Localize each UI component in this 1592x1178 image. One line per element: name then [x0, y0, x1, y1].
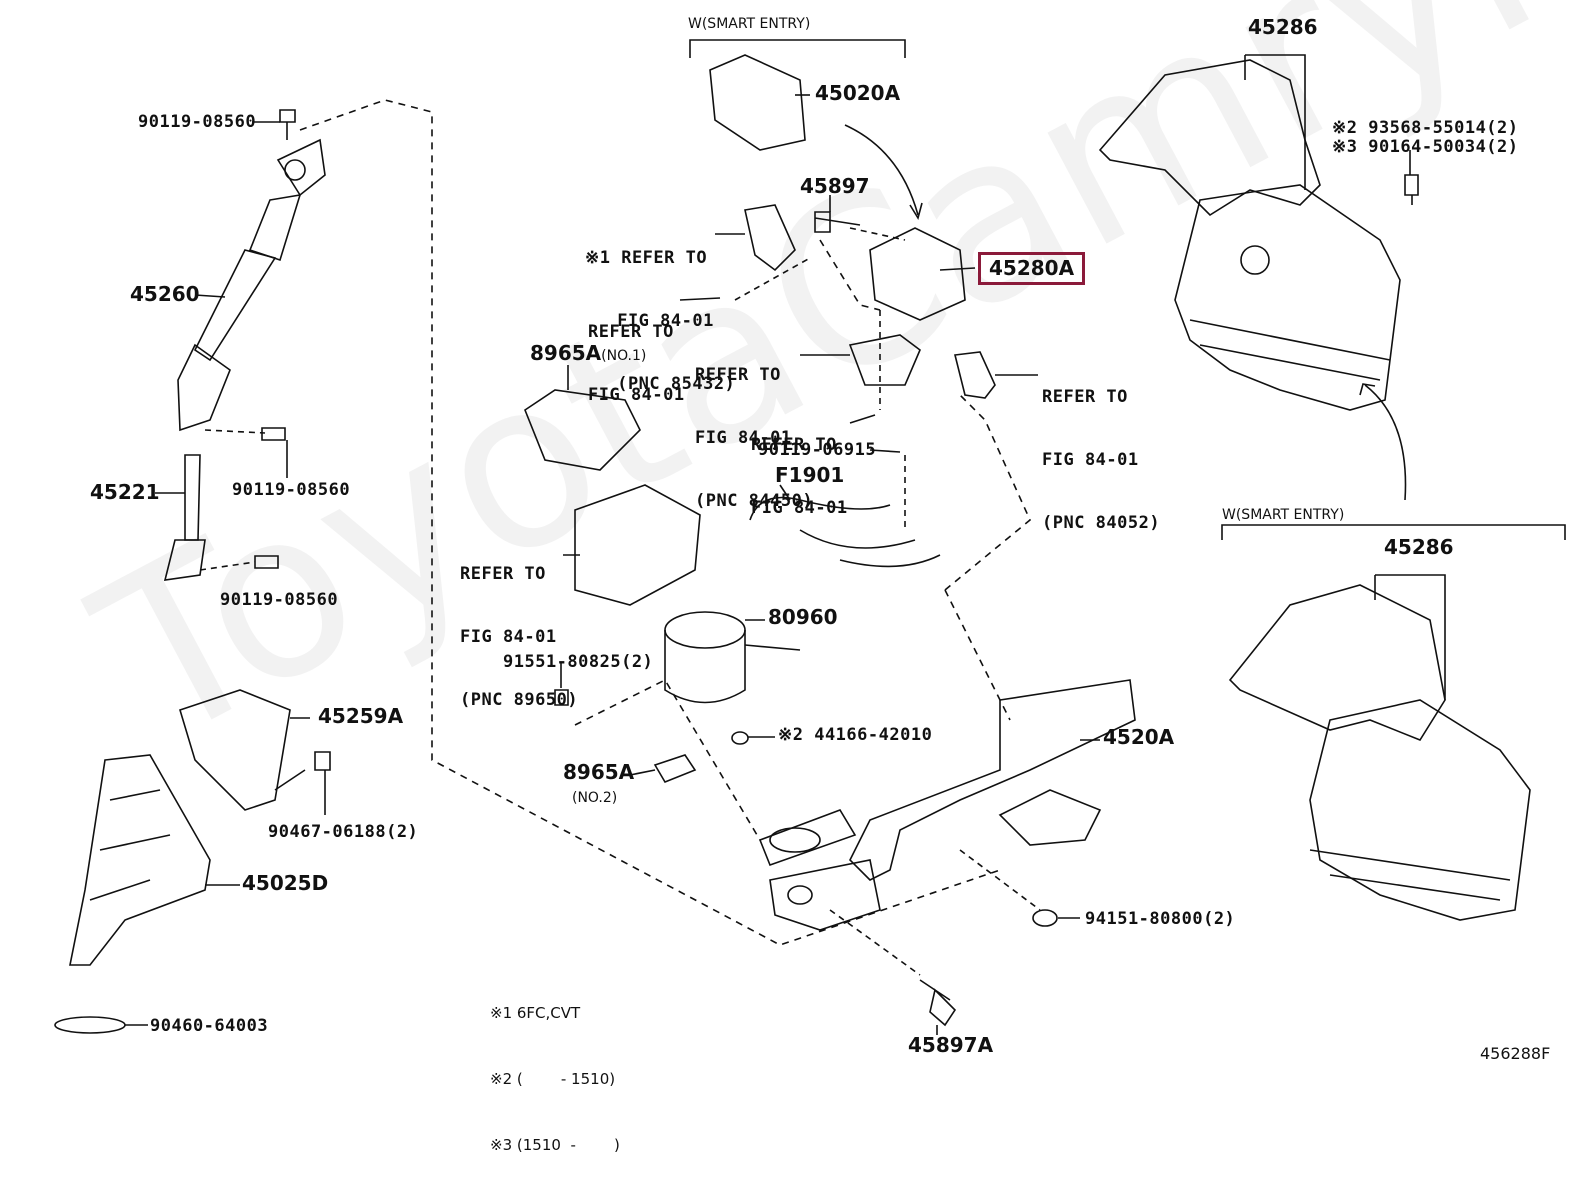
- assembly-arrow: [844, 124, 919, 216]
- refer-note-screw-2[interactable]: REFER TO FIG 84-01: [751, 435, 848, 518]
- part-label-90119-08560[interactable]: 90119-08560: [220, 590, 339, 610]
- smart-entry-label-top: W(SMART ENTRY): [688, 16, 811, 32]
- assembly-arrow-2: [1364, 384, 1407, 501]
- part-label-45286[interactable]: 45286: [1248, 15, 1318, 39]
- part-label-4520a[interactable]: 4520A: [1103, 725, 1175, 749]
- part-label-45020a[interactable]: 45020A: [815, 81, 901, 105]
- footnotes: ※1 6FC,CVT ※2 ( - 1510) ※3 (1510 - ): [490, 1004, 620, 1154]
- smart-entry-bracket-top: [689, 39, 906, 58]
- part-label-90460-64003[interactable]: 90460-64003: [150, 1016, 269, 1036]
- part-label-90467-06188[interactable]: 90467-06188(2): [268, 822, 419, 842]
- assembly-outline-dashed-2: [944, 394, 1031, 591]
- assembly-outline-dashed-4: [819, 239, 881, 311]
- part-label-45280a-highlighted[interactable]: 45280A: [978, 252, 1086, 285]
- refer-note-pnc-89650[interactable]: REFER TO FIG 84-01 (PNC 89650): [460, 564, 579, 710]
- part-label-93568-55014[interactable]: ※2 93568-55014(2): [1332, 118, 1519, 138]
- refer-note-screw[interactable]: REFER TO FIG 84-01: [588, 322, 685, 405]
- part-label-45260[interactable]: 45260: [130, 282, 200, 306]
- part-label-45025d[interactable]: 45025D: [242, 871, 329, 895]
- part-label-8965a-no1[interactable]: 8965A(NO.1): [530, 341, 647, 365]
- part-label-91551-80825[interactable]: 91551-80825(2): [503, 652, 654, 672]
- assembly-outline-dashed-5: [574, 678, 761, 841]
- part-label-90164-50034[interactable]: ※3 90164-50034(2): [1332, 137, 1519, 157]
- part-label-44166-42010[interactable]: ※2 44166-42010: [778, 725, 933, 745]
- part-label-45221[interactable]: 45221: [90, 480, 160, 504]
- refer-note-pnc-84450[interactable]: REFER TO FIG 84-01 (PNC 84450): [695, 365, 814, 511]
- part-label-90119-08560[interactable]: 90119-08560: [232, 480, 351, 500]
- part-label-8965a-no2[interactable]: 8965A: [563, 760, 635, 784]
- figure-id: 456288F: [1480, 1044, 1551, 1063]
- smart-entry-label-right: W(SMART ENTRY): [1222, 507, 1345, 523]
- part-label-45286-smart-entry[interactable]: 45286: [1384, 535, 1454, 559]
- part-label-f1901[interactable]: F1901: [775, 463, 845, 487]
- refer-note-pnc-85432[interactable]: ※1 REFER TO FIG 84-01 (PNC 85432): [585, 248, 736, 394]
- part-label-90119-06915[interactable]: 90119-06915: [758, 440, 877, 460]
- refer-note-pnc-84052[interactable]: REFER TO FIG 84-01 (PNC 84052): [1042, 387, 1161, 533]
- assembly-outline-dashed-3: [944, 589, 1011, 721]
- part-label-45897a[interactable]: 45897A: [908, 1033, 994, 1057]
- part-label-94151-80800[interactable]: 94151-80800(2): [1085, 909, 1236, 929]
- part-label-80960[interactable]: 80960: [768, 605, 838, 629]
- part-label-45897[interactable]: 45897: [800, 174, 870, 198]
- smart-entry-bracket-right: [1221, 524, 1566, 540]
- part-label-8965a-no2-sub: (NO.2): [572, 790, 618, 806]
- part-label-90119-08560[interactable]: 90119-08560: [138, 112, 257, 132]
- part-label-45259a[interactable]: 45259A: [318, 704, 404, 728]
- parts-artwork: [54, 39, 1566, 1035]
